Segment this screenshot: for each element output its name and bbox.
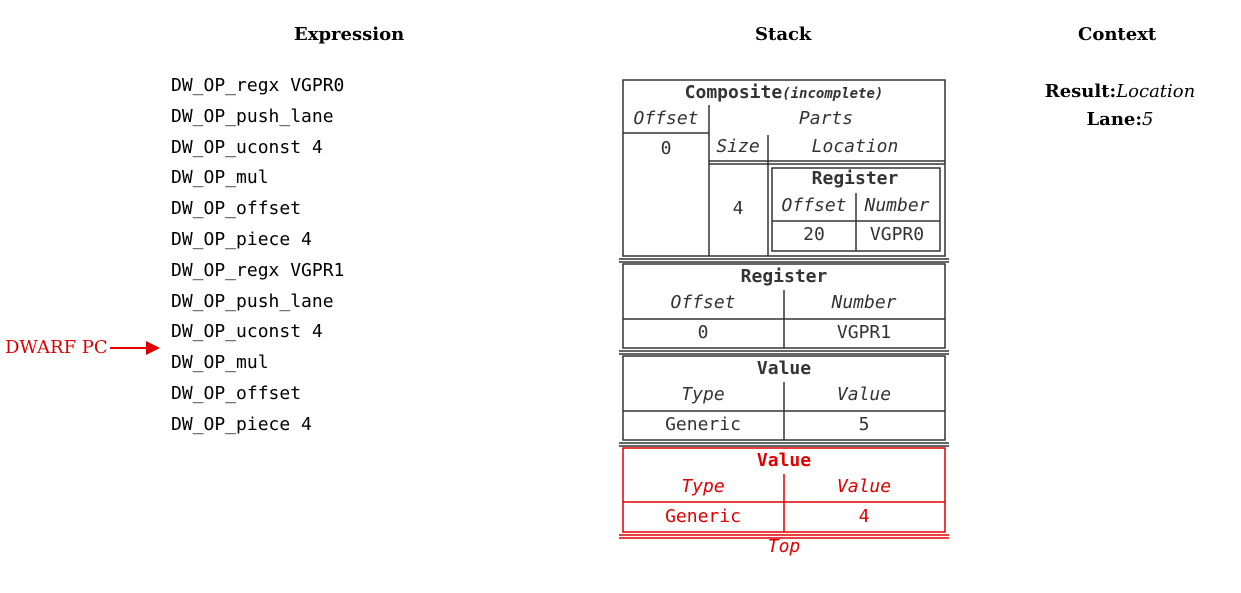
composite-location-header: Location	[812, 136, 899, 157]
expression-op: DW_OP_piece 4	[171, 228, 312, 250]
composite-size-value: 4	[733, 198, 744, 219]
value-type-value: Generic	[665, 414, 741, 435]
value-value-header: Value	[837, 384, 891, 405]
expression-op: DW_OP_offset	[171, 198, 302, 220]
register-offset-value: 0	[698, 322, 709, 343]
stack-header: Stack	[755, 24, 812, 45]
stack-top-label: Top	[768, 536, 801, 557]
expression-header: Expression	[294, 24, 405, 45]
composite-offset-header: Offset	[633, 108, 698, 129]
register-number-header: Number	[830, 292, 896, 313]
expression-op: DW_OP_offset	[171, 382, 302, 404]
context-lane: Lane:5	[1040, 106, 1200, 134]
composite-parts-header: Parts	[799, 108, 853, 129]
value-value-value: 5	[859, 414, 870, 435]
lane-label: Lane:	[1086, 109, 1143, 130]
expression-op: DW_OP_piece 4	[171, 413, 312, 435]
expression-op: DW_OP_mul	[171, 167, 269, 189]
dwarf-pc-marker: DWARF PC	[5, 337, 160, 358]
composite-qualifier: (incomplete)	[782, 86, 883, 102]
expression-op: DW_OP_mul	[171, 352, 269, 374]
nested-register-number-value: VGPR0	[870, 224, 924, 245]
composite-title-text: Composite	[685, 82, 783, 103]
nested-register-offset-value: 20	[803, 224, 825, 245]
expression-op: DW_OP_uconst 4	[171, 136, 323, 158]
top-value-value-header: Value	[837, 476, 891, 497]
result-value: Location	[1116, 81, 1196, 102]
register-title: Register	[741, 266, 828, 287]
expression-op: DW_OP_uconst 4	[171, 321, 323, 343]
context-panel: Result:Location Lane:5	[1040, 78, 1200, 134]
pc-arrow-icon	[109, 340, 160, 355]
composite-box	[622, 79, 946, 257]
register-number-value: VGPR1	[837, 322, 891, 343]
expression-op: DW_OP_push_lane	[171, 290, 334, 312]
dwarf-pc-label: DWARF PC	[5, 337, 108, 358]
nested-register-offset-header: Offset	[781, 195, 846, 216]
context-result: Result:Location	[1040, 78, 1200, 106]
expression-op: DW_OP_regx VGPR1	[171, 259, 345, 281]
composite-title: Composite(incomplete)	[685, 82, 884, 103]
context-header: Context	[1078, 24, 1157, 45]
composite-size-header: Size	[716, 136, 759, 157]
result-label: Result:	[1044, 81, 1117, 102]
top-value-value-value: 4	[859, 506, 870, 527]
nested-register-number-header: Number	[863, 195, 929, 216]
top-value-type-value: Generic	[665, 506, 741, 527]
expression-op: DW_OP_push_lane	[171, 105, 334, 127]
expression-list: DW_OP_regx VGPR0 DW_OP_push_lane DW_OP_u…	[171, 74, 344, 444]
top-value-title: Value	[757, 450, 811, 471]
composite-offset-value: 0	[661, 138, 672, 159]
register-offset-header: Offset	[670, 292, 735, 313]
expression-op: DW_OP_regx VGPR0	[171, 75, 345, 96]
value-type-header: Type	[681, 384, 724, 405]
value-title: Value	[757, 358, 811, 379]
top-value-type-header: Type	[681, 476, 724, 497]
lane-value: 5	[1142, 109, 1154, 130]
nested-register-title: Register	[812, 168, 899, 189]
